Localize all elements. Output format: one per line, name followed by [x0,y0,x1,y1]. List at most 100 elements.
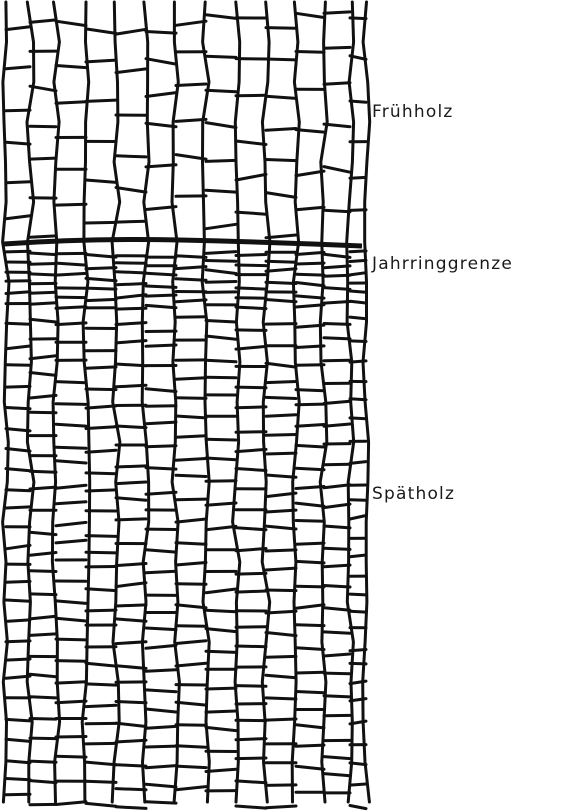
tangential-cell-wall [266,698,296,699]
tangential-cell-wall [6,323,30,324]
tangential-cell-wall [30,738,56,739]
tangential-cell-wall [30,274,56,275]
tangential-cell-wall [266,453,296,454]
tangential-cell-wall [324,83,350,85]
tangential-cell-wall [146,784,176,787]
tangential-cell-wall [116,519,146,520]
tangential-cell-wall [266,633,296,636]
tangential-cell-wall [296,404,324,405]
tangential-cell-wall [176,746,206,748]
tangential-cell-wall [30,719,56,720]
tangential-cell-wall [86,490,116,491]
tangential-cell-wall [116,156,146,157]
tangential-cell-wall [324,565,350,567]
tangential-cell-wall [296,692,324,693]
tangential-cell-wall [266,719,296,720]
latewood-label: Spätholz [372,484,455,504]
tangential-cell-wall [350,177,366,178]
tangential-cell-wall [206,503,236,505]
tangential-cell-wall [206,270,236,274]
tangential-cell-wall [56,461,86,463]
tangential-cell-wall [86,299,116,300]
tangential-cell-wall [324,586,350,588]
tangential-cell-wall [116,263,146,264]
tangential-cell-wall [350,516,366,520]
tangential-cell-wall [324,526,350,528]
tangential-cell-wall [236,573,266,574]
tangential-cell-wall [146,802,176,803]
tangential-cell-wall [236,627,266,628]
tangential-cell-wall [324,632,350,633]
tangential-cell-wall [266,397,296,398]
tangential-cell-wall [6,182,30,183]
tangential-cell-wall [86,288,116,289]
tangential-cell-wall [56,485,86,488]
tangential-cell-wall [350,301,366,303]
tangential-cell-wall [116,188,146,193]
tangential-cell-wall [146,59,176,64]
tangential-cell-wall [86,762,116,765]
tangential-cell-wall [116,723,146,726]
tangential-cell-wall [350,251,366,252]
tangential-cell-wall [6,641,30,642]
tangential-cell-wall [30,571,56,572]
tangential-cell-wall [324,424,350,426]
tangential-cell-wall [116,69,146,73]
tangential-cell-wall [116,642,146,644]
tangential-cell-wall [176,279,206,281]
tangential-cell-wall [56,273,86,275]
tangential-cell-wall [116,308,146,309]
tangential-cell-wall [6,490,30,491]
cell-walls [3,2,370,809]
tangential-cell-wall [6,216,30,219]
tangential-cell-wall [236,330,266,331]
tangential-cell-wall [6,365,30,366]
tangential-cell-wall [206,589,236,593]
tangential-cell-wall [56,639,86,640]
tangential-cell-wall [206,261,236,262]
tangential-cell-wall [6,67,30,69]
tangential-cell-wall [56,522,86,525]
tangential-cell-wall [236,646,266,647]
tangential-cell-wall [6,507,30,508]
tangential-cell-wall [146,165,176,167]
tangential-cell-wall [116,221,146,222]
tangential-cell-wall [56,263,86,265]
tangential-cell-wall [206,629,236,632]
tangential-cell-wall [30,264,56,265]
tangential-cell-wall [86,536,116,537]
tangential-cell-wall [206,190,236,192]
tangential-cell-wall [296,648,324,650]
tangential-cell-wall [206,769,236,771]
tangential-cell-wall [206,360,236,362]
tangential-cell-wall [6,739,30,741]
tangential-cell-wall [176,436,206,438]
tangential-cell-wall [206,292,236,293]
tangential-cell-wall [350,806,366,809]
tangential-cell-wall [146,709,176,712]
tangential-cell-wall [296,346,324,348]
tangential-cell-wall [176,300,206,302]
tangential-cell-wall [350,210,366,211]
tangential-cell-wall [116,702,146,703]
tangential-cell-wall [146,628,176,630]
tangential-cell-wall [56,502,86,504]
tangential-cell-wall [56,323,86,325]
tangential-cell-wall [116,323,146,325]
tangential-cell-wall [6,449,30,452]
tangential-cell-wall [236,781,266,783]
tangential-cell-wall [86,406,116,408]
tangential-cell-wall [176,519,206,522]
tangential-cell-wall [324,338,350,339]
tangential-cell-wall [176,378,206,380]
tangential-cell-wall [350,611,366,612]
tangential-cell-wall [56,307,86,309]
tangential-cell-wall [350,399,366,400]
tangential-cell-wall [146,468,176,470]
tangential-cell-wall [6,408,30,409]
tangential-cell-wall [30,697,56,698]
tangential-cell-wall [206,377,236,378]
tangential-cell-wall [176,641,206,644]
tangential-cell-wall [56,382,86,383]
tangential-cell-wall [324,324,350,325]
